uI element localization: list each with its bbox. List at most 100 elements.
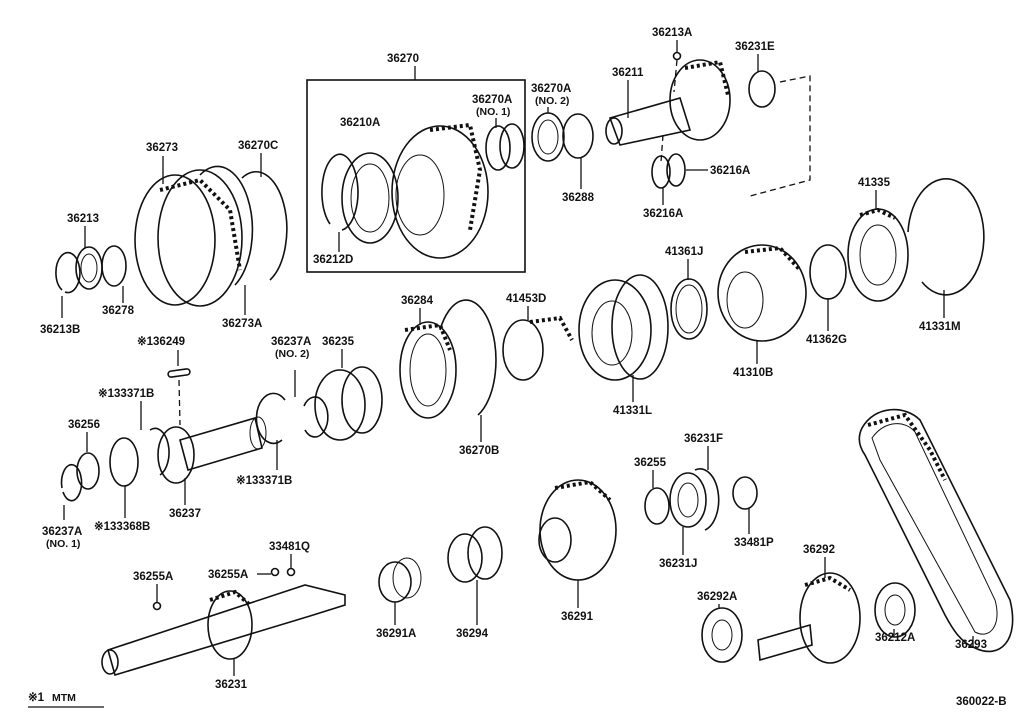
part-callout-41310B: 41310B — [733, 341, 773, 379]
part-36216A-ring-2 — [666, 153, 686, 187]
part-number-label: 36213A — [652, 27, 692, 39]
part-36237A-no2-ring — [303, 396, 329, 438]
part-41362G-washer — [809, 244, 847, 300]
part-36213B-snap-ring — [55, 251, 81, 294]
part-variant-label: (NO. 2) — [535, 95, 569, 107]
part-variant-label: (NO. 2) — [275, 348, 309, 360]
part-callout-36216A-a: 36216A — [686, 165, 750, 177]
part-callout-36270: 36270 — [387, 53, 419, 80]
part-number-label: 36212D — [313, 254, 353, 266]
part-36255A-ball-b — [270, 567, 280, 577]
part-number-label: 36231J — [659, 558, 697, 570]
part-133371B-ring-b — [255, 392, 286, 445]
part-callout-36211: 36211 — [612, 67, 644, 118]
part-number-label: 36237 — [169, 508, 201, 520]
part-41331L-gear — [578, 279, 652, 381]
part-number-label: 36216A — [643, 208, 683, 220]
part-callout-36256: 36256 — [68, 419, 100, 452]
part-callout-133371B-a: ※133371B — [98, 387, 154, 430]
part-number-label: 36237A — [42, 526, 82, 538]
part-number-label: 36273 — [146, 142, 178, 154]
part-callout-36270B: 36270B — [459, 415, 499, 457]
part-callout-36210A: 36210A — [340, 117, 380, 129]
part-36237A-no1-ring — [60, 463, 83, 502]
part-number-label: 36211 — [612, 67, 644, 79]
part-callout-36293: 36293 — [955, 636, 987, 651]
part-number-label: 36291 — [561, 611, 594, 623]
part-36278-washer — [101, 245, 127, 287]
part-36270A-no1-bearing — [485, 125, 511, 171]
part-36231-main-shaft — [107, 584, 346, 677]
part-36231F-snap-ring — [694, 468, 720, 531]
part-36256-washer — [76, 452, 100, 490]
part-callout-41335: 41335 — [858, 177, 891, 210]
part-36270C-snap-ring — [241, 170, 288, 281]
part-callout-133371B-b: ※133371B — [236, 440, 292, 487]
part-number-label: 41331M — [919, 321, 961, 333]
part-number-label: 41310B — [733, 367, 773, 379]
part-callout-36273A: 36273A — [222, 285, 262, 330]
part-callout-36292A: 36292A — [697, 591, 737, 608]
part-callout-36237A-1: 36237A(NO. 1) — [42, 505, 82, 550]
part-callout-36273: 36273 — [146, 142, 178, 184]
part-number-label: 36284 — [401, 295, 434, 307]
part-callout-36231: 36231 — [215, 659, 248, 691]
part-36211-shaft — [608, 97, 692, 146]
part-callout-36291A: 36291A — [376, 602, 416, 640]
part-callout-36291: 36291 — [561, 580, 594, 623]
footnote-text: MTM — [52, 692, 76, 704]
part-number-label: 36270A — [531, 83, 571, 95]
part-36292-shaft — [757, 623, 813, 662]
part-33481P-collar — [732, 476, 758, 510]
part-36212A-bearing — [874, 582, 916, 638]
part-41331M-snap-ring — [907, 178, 985, 296]
part-callout-41362G: 41362G — [806, 298, 847, 346]
part-callout-33481P: 33481P — [734, 508, 774, 549]
part-callout-36237A-2: 36237A(NO. 2) — [271, 336, 311, 397]
part-number-label: 36288 — [562, 192, 595, 204]
part-number-label: 36256 — [68, 419, 100, 431]
part-number-label: 41362G — [806, 334, 847, 346]
part-number-label: ※133371B — [98, 387, 154, 400]
part-callout-36213B: 36213B — [40, 296, 80, 336]
part-36284-hub — [399, 321, 457, 419]
part-number-label: 33481P — [734, 537, 774, 549]
part-36231E-bearing — [748, 70, 776, 108]
part-36237-shaft — [179, 416, 263, 472]
part-callout-36231F: 36231F — [684, 433, 723, 470]
part-36213A-ball — [672, 51, 682, 61]
part-variant-label: (NO. 1) — [46, 538, 80, 550]
part-33481Q-ball — [286, 567, 296, 577]
part-callout-36288: 36288 — [562, 158, 595, 204]
part-36212D-snap-ring — [321, 153, 359, 231]
part-callout-36212D: 36212D — [313, 232, 353, 266]
part-callout-36213A: 36213A — [652, 27, 692, 52]
part-callout-36284: 36284 — [401, 295, 434, 325]
part-36211-gear — [669, 59, 731, 141]
part-133368B-sleeve — [109, 437, 139, 487]
part-number-label: ※133368B — [94, 520, 150, 533]
part-41361J-washer — [670, 278, 708, 340]
part-variant-label: (NO. 1) — [476, 106, 510, 118]
part-36255-washer — [644, 487, 670, 525]
part-36273A-snap-ring — [199, 165, 254, 286]
part-callout-36216A-b: 36216A — [643, 188, 683, 220]
footnote-symbol: ※1 — [28, 691, 45, 704]
part-36235-hub — [314, 369, 366, 441]
part-planetary-carrier — [391, 125, 489, 259]
part-41335-plate — [847, 208, 909, 302]
part-callout-36255: 36255 — [634, 457, 667, 488]
part-number-label: 36294 — [456, 628, 489, 640]
part-36231J-bearing — [669, 472, 707, 528]
part-36270B-snap-ring — [439, 299, 497, 416]
part-callout-36235: 36235 — [322, 336, 355, 368]
part-callout-36237: 36237 — [169, 478, 201, 520]
part-callout-41453D: 41453D — [506, 293, 546, 320]
part-callout-36255A-b: 36255A — [208, 569, 271, 581]
part-number-label: 36231F — [684, 433, 723, 445]
part-number-label: 36213B — [40, 324, 80, 336]
part-callout-136249: ※136249 — [137, 335, 185, 366]
part-136249-key — [167, 368, 191, 378]
part-number-label: 36231 — [215, 679, 248, 691]
